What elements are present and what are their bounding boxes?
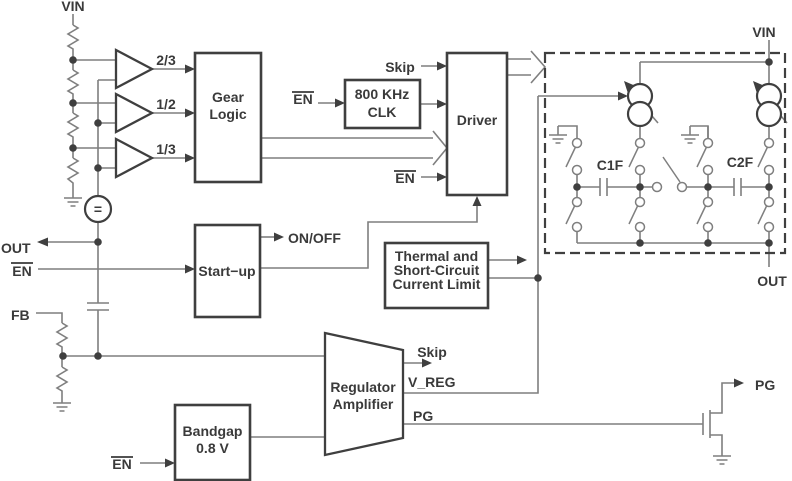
skip-regulator-label: Skip — [417, 344, 447, 360]
startup-label: Start−up — [198, 263, 255, 279]
bus-arrows — [432, 50, 547, 166]
thermal-label-1: Thermal and — [395, 248, 478, 264]
thermal-label-2: Short-Circuit — [394, 262, 480, 278]
comparator-2-3 — [114, 48, 155, 90]
ratio-2-3-label: 2/3 — [156, 52, 176, 68]
vin-right-label: VIN — [752, 24, 775, 40]
driver-label: Driver — [457, 112, 498, 128]
clk-label-1: 800 KHz — [355, 86, 409, 102]
gear-to-driver-bus-arrow — [432, 130, 449, 166]
reference-source-symbol — [83, 194, 113, 224]
out-right-label: OUT — [757, 273, 787, 289]
c1f-label: C1F — [597, 157, 624, 173]
wires — [36, 14, 788, 465]
pg-pin-label: PG — [755, 377, 775, 393]
driver-to-pump-bus-arrow — [530, 50, 547, 84]
blocks — [83, 48, 787, 481]
fb-label: FB — [11, 307, 30, 323]
comparator-1-3 — [114, 137, 155, 179]
en-clk-label: EN — [293, 91, 312, 107]
charge-pump-dashed-box — [543, 51, 787, 255]
bandgap-label-1: Bandgap — [183, 423, 243, 439]
out-left-label: OUT — [1, 240, 31, 256]
startup-block — [193, 223, 262, 319]
regulator-amplifier-block — [323, 331, 405, 457]
regulator-label-2: Amplifier — [333, 396, 394, 412]
vin-left-label: VIN — [61, 0, 84, 14]
bandgap-label-2: 0.8 V — [196, 440, 229, 456]
ratio-1-2-label: 1/2 — [156, 96, 176, 112]
on-off-label: ON/OFF — [288, 230, 341, 246]
clk-block — [343, 78, 422, 130]
reference-equals-symbol: = — [94, 201, 102, 217]
junction-dots — [59, 56, 773, 360]
c2f-label: C2F — [727, 154, 754, 170]
pg-line-label: PG — [413, 408, 433, 424]
labels: VIN 2/3 1/2 1/3 Gear Logic 800 KHz CLK D… — [1, 0, 787, 472]
bandgap-block — [173, 403, 252, 481]
en-left-label: EN — [12, 263, 31, 279]
comparator-1-2 — [114, 92, 155, 134]
v-reg-label: V_REG — [408, 374, 456, 390]
en-driver-label: EN — [395, 170, 414, 186]
regulator-label-1: Regulator — [330, 379, 396, 395]
thermal-block — [383, 241, 490, 310]
driver-block — [445, 51, 509, 197]
en-bandgap-label: EN — [112, 456, 131, 472]
gear-logic-block — [193, 51, 263, 184]
gear-logic-label-1: Gear — [212, 89, 244, 105]
thermal-label-3: Current Limit — [393, 276, 481, 292]
arrowheads — [37, 61, 764, 468]
switch-terminals — [571, 137, 775, 233]
ratio-1-3-label: 1/3 — [156, 141, 176, 157]
gear-logic-label-2: Logic — [209, 106, 247, 122]
skip-driver-label: Skip — [385, 59, 415, 75]
clk-label-2: CLK — [368, 104, 397, 120]
